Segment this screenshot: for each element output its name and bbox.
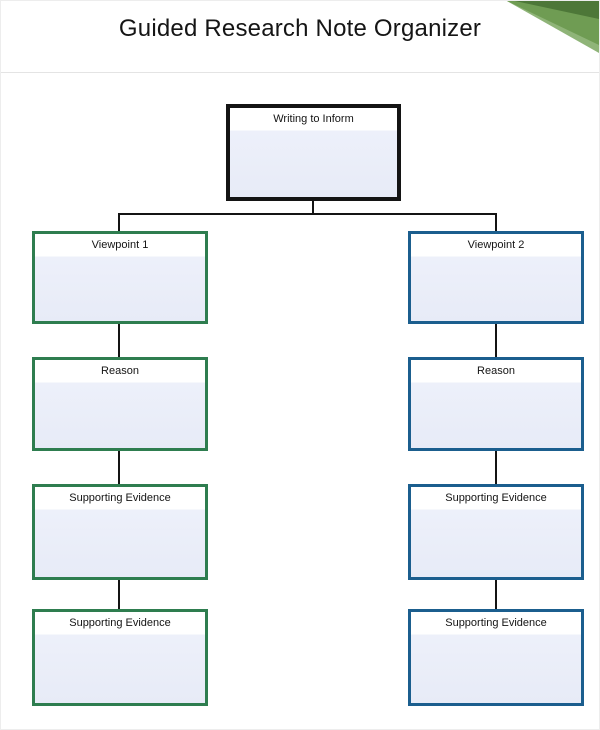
box-label: Reason	[101, 365, 139, 377]
left-box-supporting-evidence-2: Supporting Evidence	[32, 609, 208, 706]
box-label: Viewpoint 2	[467, 239, 525, 251]
root-box-writing-to-inform: Writing to Inform	[226, 104, 401, 201]
box-label: Supporting Evidence	[69, 617, 171, 629]
connector-left-reason-evidence	[118, 451, 120, 484]
connector-drop-right	[495, 213, 497, 231]
connector-drop-left	[118, 213, 120, 231]
right-box-supporting-evidence-2: Supporting Evidence	[408, 609, 584, 706]
box-label: Viewpoint 1	[91, 239, 149, 251]
box-label: Supporting Evidence	[445, 617, 547, 629]
page-title: Guided Research Note Organizer	[118, 15, 482, 42]
connector-right-viewpoint-reason	[495, 324, 497, 357]
connector-root-stub	[312, 201, 314, 215]
left-box-viewpoint-1: Viewpoint 1	[32, 231, 208, 324]
right-box-viewpoint-2: Viewpoint 2	[408, 231, 584, 324]
box-label: Supporting Evidence	[69, 492, 171, 504]
right-box-supporting-evidence-1: Supporting Evidence	[408, 484, 584, 580]
right-box-reason: Reason	[408, 357, 584, 451]
connector-branch-horizontal	[118, 213, 497, 215]
left-box-reason: Reason	[32, 357, 208, 451]
connector-left-evidence-evidence	[118, 580, 120, 609]
title-separator	[1, 72, 599, 73]
connector-left-viewpoint-reason	[118, 324, 120, 357]
connector-right-evidence-evidence	[495, 580, 497, 609]
connector-right-reason-evidence	[495, 451, 497, 484]
left-box-supporting-evidence-1: Supporting Evidence	[32, 484, 208, 580]
box-label: Reason	[477, 365, 515, 377]
corner-ribbon-decoration	[507, 1, 599, 53]
box-label: Supporting Evidence	[445, 492, 547, 504]
box-label: Writing to Inform	[273, 113, 354, 125]
